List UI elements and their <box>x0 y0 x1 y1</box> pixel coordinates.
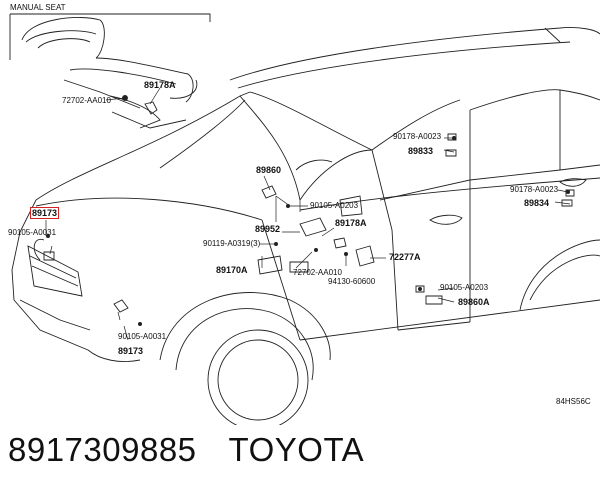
part-number-72277A: 72277A <box>389 252 421 262</box>
parts-diagram <box>9 13 600 425</box>
part-number-89860: 89860 <box>256 165 282 175</box>
part-number-89173: 89173 <box>118 346 144 356</box>
vehicle-body <box>11 27 600 425</box>
brand-caption: TOYOTA <box>228 431 365 468</box>
inset-title: MANUAL SEAT <box>10 3 66 12</box>
part-label-90178-A0023: 90178-A0023 <box>393 132 442 141</box>
part-number-89834: 89834 <box>524 198 550 208</box>
part-label-90105-A0203: 90105-A0203 <box>310 201 359 210</box>
part-label-90105-A0031: 90105-A0031 <box>8 228 57 237</box>
part-number-89178A: 89178A <box>335 218 367 228</box>
part-label-72702-AA010: 72702-AA010 <box>293 268 342 277</box>
part-number-caption: 8917309885 <box>8 431 197 468</box>
part-number-89833: 89833 <box>408 146 434 156</box>
inset-manual-seat <box>9 13 211 129</box>
part-label-94130-60600: 94130-60600 <box>328 277 376 286</box>
part-number-89178A: 89178A <box>144 80 176 90</box>
caption: 8917309885 TOYOTA <box>8 431 364 469</box>
part-shapes <box>43 133 575 313</box>
part-label-90178-A0023: 90178-A0023 <box>510 185 559 194</box>
part-label-72702-AA010: 72702-AA010 <box>62 96 111 105</box>
part-label-90119-A0319: 90119-A0319(3) <box>203 239 261 248</box>
part-label-90105-A0203: 90105-A0203 <box>440 283 489 292</box>
diagram-reference-code: 84HS56C <box>556 397 591 406</box>
fastener-dots <box>46 136 570 326</box>
part-number-89952: 89952 <box>255 224 281 234</box>
highlighted-part-89173: 89173 <box>30 207 60 219</box>
leader-lines <box>45 87 571 341</box>
part-number-89170A: 89170A <box>216 265 248 275</box>
part-label-90105-A0031: 90105-A0031 <box>118 332 167 341</box>
part-number-89860A: 89860A <box>458 297 490 307</box>
